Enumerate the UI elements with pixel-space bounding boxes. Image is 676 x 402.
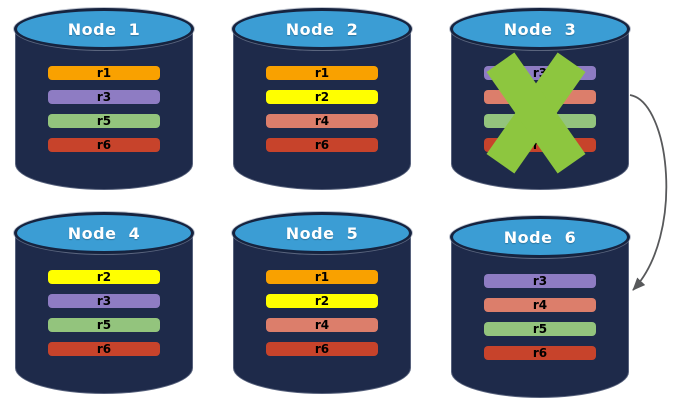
record-label: r2 [314,294,330,308]
record-label: r4 [314,318,330,332]
failure-x-icon [486,51,586,174]
record-row: r3 [48,90,160,104]
record-label: r2 [314,90,330,104]
cylinder-body [15,29,193,190]
record-label: r4 [532,298,548,312]
cylinder-top: Node 6 [450,216,630,258]
record-label: r6 [314,342,330,356]
node-cylinder-4: Node 4 r2 r3 r5 r6 [14,212,194,394]
record-label: r3 [96,90,112,104]
record-label: r2 [96,270,112,284]
record-label: r6 [96,342,112,356]
cylinder-top: Node 4 [14,212,194,254]
record-row: r3 [484,274,596,288]
record-label: r6 [532,346,548,360]
cylinder-top: Node 5 [232,212,412,254]
cylinder-body [233,29,411,190]
record-label: r1 [314,66,330,80]
node-title: Node 6 [503,227,577,247]
record-label: r1 [96,66,112,80]
record-row: r6 [48,342,160,356]
record-label: r1 [314,270,330,284]
record-row: r1 [266,270,378,284]
record-label: r5 [532,322,548,336]
node-cylinder-6: Node 6 r3 r4 r5 r6 [450,216,630,398]
record-label: r5 [96,318,112,332]
record-row: r5 [48,114,160,128]
record-row: r3 [48,294,160,308]
record-row: r6 [266,138,378,152]
node-title: Node 5 [285,223,359,243]
node-title: Node 4 [67,223,141,243]
record-label: r6 [96,138,112,152]
cylinder-top: Node 2 [232,8,412,50]
record-row: r6 [266,342,378,356]
record-row: r6 [484,346,596,360]
record-row: r5 [484,322,596,336]
arrow-curve [629,94,668,291]
record-row: r4 [484,298,596,312]
cylinder-top: Node 1 [14,8,194,50]
record-row: r2 [48,270,160,284]
record-label: r3 [532,274,548,288]
node-title: Node 2 [285,19,359,39]
cylinder-body [233,233,411,394]
cylinder-body [451,237,629,398]
record-row: r5 [48,318,160,332]
cylinder-body [15,233,193,394]
cylinder-top: Node 3 [450,8,630,50]
node-cylinder-1: Node 1 r1 r3 r5 r6 [14,8,194,190]
node-cylinder-5: Node 5 r1 r2 r4 r6 [232,212,412,394]
record-row: r1 [266,66,378,80]
record-label: r6 [314,138,330,152]
node-title: Node 1 [67,19,141,39]
record-row: r4 [266,114,378,128]
record-label: r5 [96,114,112,128]
node-title: Node 3 [503,19,577,39]
record-row: r2 [266,90,378,104]
node-cylinder-2: Node 2 r1 r2 r4 r6 [232,8,412,190]
record-row: r6 [48,138,160,152]
record-row: r4 [266,318,378,332]
record-row: r1 [48,66,160,80]
record-label: r4 [314,114,330,128]
record-label: r3 [96,294,112,308]
record-row: r2 [266,294,378,308]
